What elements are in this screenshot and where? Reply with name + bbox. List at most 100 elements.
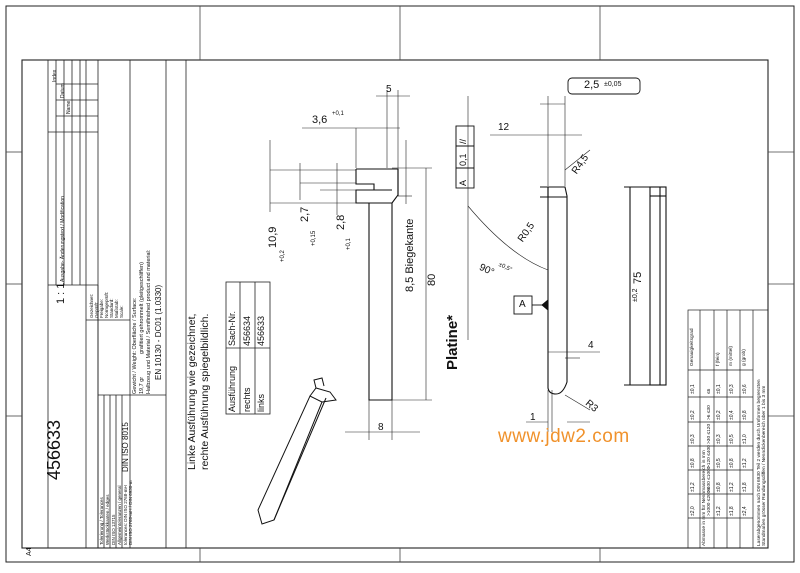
tol-m-2: ±0,4 <box>729 410 735 420</box>
norm-note-1: Tolerierung / Tolerances <box>99 497 104 545</box>
dim-4: 4 <box>588 340 594 351</box>
rev-header-date: Datum <box>60 83 66 98</box>
dim-80: 80 <box>426 273 438 286</box>
tol-extra-3: ±0,3 <box>690 434 696 444</box>
dim-2-7: 2,7 <box>299 206 311 222</box>
tol-f-3: ±0,3 <box>716 434 722 444</box>
tol-g-3: ±1,0 <box>742 434 748 444</box>
gdt-datum-ref: A <box>458 179 468 186</box>
watermark-text: www.jdw2.com <box>498 426 630 447</box>
tol-col-coarse: g (grob) <box>742 349 747 366</box>
surface-value: grafitiert gehrommelt (gleitgeschliffen) <box>139 262 145 354</box>
tol-f-1: ±0,1 <box>716 384 722 394</box>
dim-1: 1 <box>530 412 536 423</box>
weight-surface-label: Gewicht / Weight: Oberfläche / Surface: <box>132 297 138 395</box>
tol-m-6: ±1,8 <box>729 506 735 516</box>
tol-f-2: ±0,2 <box>716 410 722 420</box>
tol-col-grade: Genauigkeitsgrad <box>690 328 695 366</box>
mirror-note-2: rechte Ausführung spiegelbildlich. <box>199 313 211 470</box>
dim-10-9-tol: +0,2 <box>280 250 286 262</box>
tol-range-3: >30 ≤120 <box>707 423 712 444</box>
tol-col-fine: f (fein) <box>716 352 721 366</box>
platine-label: Platine* <box>444 314 461 370</box>
tolerance-table-grid <box>687 309 769 549</box>
tol-header-2: Standmaßen grösser Rundungsdiffen / Nenn… <box>762 385 767 546</box>
left-view-dim-lines <box>269 90 432 440</box>
tol-f-4: ±0,5 <box>716 458 722 468</box>
dim-8: 8 <box>378 422 384 433</box>
dim-2-8-tol: +0,1 <box>346 238 352 250</box>
tol-g-6: ±2,4 <box>742 506 748 516</box>
tol-m-5: ±1,2 <box>729 482 735 492</box>
sheet-size: A4 <box>26 547 33 556</box>
norm-note-4: Allgemeintoleranzen / general <box>117 485 122 545</box>
outer-frame <box>5 5 795 563</box>
material-value: EN 10130 - DC01 (1.0330) <box>154 284 163 380</box>
tol-extra-1: ±0,1 <box>690 384 696 394</box>
tol-g-1: ±0,6 <box>742 384 748 394</box>
gdt-value: 0,1 <box>458 153 468 166</box>
dim-10-9: 10,9 <box>267 226 279 248</box>
frame-ticks <box>6 6 794 562</box>
dim-5: 5 <box>386 84 392 95</box>
part-side-view <box>624 186 667 386</box>
rev-header-index: Index <box>52 69 58 82</box>
tol-extra-6: ±2,0 <box>690 506 696 516</box>
scale-value: 1 : 1 <box>55 282 67 304</box>
gdt-frame <box>455 77 641 315</box>
variants-row-right-number: 456634 <box>242 315 252 346</box>
variants-header-execution: Ausführung <box>227 365 237 412</box>
dim-12: 12 <box>498 122 510 133</box>
inner-frame <box>21 59 769 549</box>
tol-col-medium: m (mittel) <box>729 346 734 366</box>
tol-m-4: ±0,8 <box>729 458 735 468</box>
part-number-large: 456633 <box>44 419 64 480</box>
dim-3-6-tol: +0,1 <box>332 111 344 117</box>
tol-extra-4: ±0,8 <box>690 458 696 468</box>
gdt-parallel-symbol: // <box>458 138 468 144</box>
norm-note-3: DIN ISO 13715 <box>111 514 116 545</box>
rev-header-text: Ausgabe- Änderungstext / Modification <box>60 196 66 282</box>
tolerance-norm: DIN ISO 8015 <box>121 422 130 472</box>
variants-header-partno: Sach-Nr. <box>227 310 237 346</box>
part-left-view <box>355 168 399 401</box>
tol-g-5: ±1,8 <box>742 482 748 492</box>
variants-row-left-number: 456633 <box>256 315 266 346</box>
weight-value: 19,7 gr <box>139 376 145 394</box>
variants-row-left-label: links <box>256 393 266 412</box>
rev-header-name: Name <box>66 100 72 114</box>
dim-2-7-tol: +0,15 <box>311 230 317 246</box>
norm-note-6: DIN ISO 2768-mH / DIN 6930-m <box>128 480 133 545</box>
tol-f-5: ±0,8 <box>716 482 722 492</box>
mirror-note-1: Linke Ausführung wie gezeichnet, <box>186 313 198 470</box>
variants-row-right-label: rechts <box>242 387 252 412</box>
dim-2-5-tol: ±0,05 <box>604 81 622 88</box>
dim-2-8: 2,8 <box>335 214 347 230</box>
tol-range-6: >1000 ≤2000 <box>707 487 712 516</box>
dim-75-tol: ±0,2 <box>632 288 639 302</box>
tol-range-1: ≤6 <box>707 388 712 394</box>
norm-note-2: Werkstückkanten / edges <box>105 494 110 545</box>
title-block-grid <box>47 60 271 548</box>
dim-75: 75 <box>632 271 644 284</box>
tol-g-4: ±1,2 <box>742 458 748 468</box>
dim-3-6: 3,6 <box>312 114 328 126</box>
tol-extra-2: ±0,2 <box>690 410 696 420</box>
dim-8-5-bend-edge: 8,5 Biegekante <box>404 218 416 292</box>
right-view-dim-lines <box>455 96 600 432</box>
tol-extra-5: ±1,2 <box>690 482 696 492</box>
part-isometric-view <box>257 377 337 525</box>
part-right-view <box>540 186 568 395</box>
dim-2-5: 2,5 <box>584 79 600 91</box>
material-label: Halbzeug und Material / Semifinished pro… <box>146 249 152 394</box>
tol-f-6: ±1,2 <box>716 506 722 516</box>
sig-scale-en: Scale: <box>119 305 124 318</box>
tol-g-2: ±0,8 <box>742 410 748 420</box>
tol-range-2: >6 ≤30 <box>707 405 712 420</box>
datum-a-label: A <box>519 299 526 310</box>
tol-range-4: >120 ≤400 <box>707 445 712 468</box>
tol-m-3: ±0,5 <box>729 434 735 444</box>
tol-m-1: ±0,3 <box>729 384 735 394</box>
